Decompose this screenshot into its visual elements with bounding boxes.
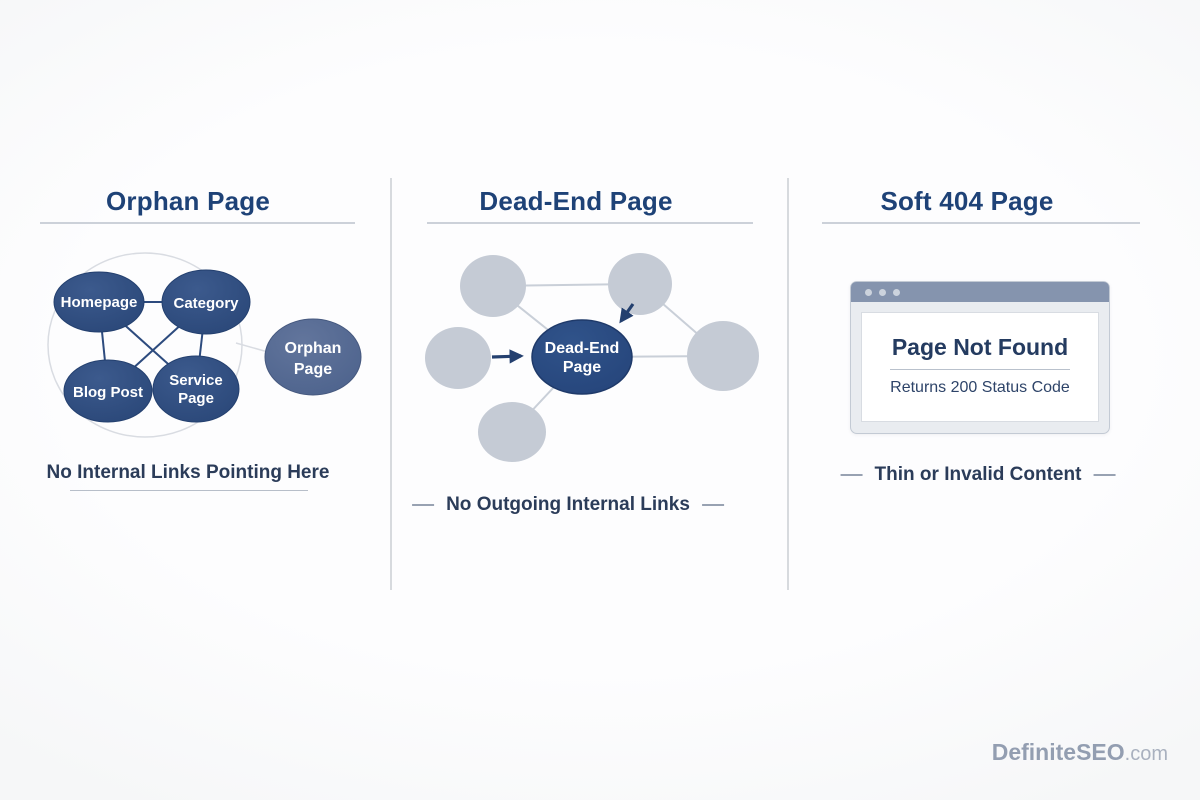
service-node-label-line1: Service <box>169 372 222 389</box>
service-page-node <box>152 355 240 423</box>
window-dot-1 <box>865 288 872 296</box>
orphan-title-rule <box>40 222 355 224</box>
orphan-caption-rule <box>70 490 308 491</box>
category-node-label: Category <box>173 295 239 312</box>
watermark-brand: DefiniteSEO <box>991 739 1125 765</box>
caption-dash-left <box>412 504 435 506</box>
browser-titlebar <box>851 282 1109 302</box>
gray-node-top-left <box>460 255 526 317</box>
orphan-page-node <box>264 318 362 396</box>
browser-window: Page Not Found Returns 200 Status Code <box>850 281 1110 434</box>
soft404-title: Soft 404 Page <box>880 186 1054 216</box>
deadend-diagram: Dead-End Page <box>425 253 759 462</box>
caption-dash-right-2 <box>1093 474 1116 476</box>
blog-post-node-label: Blog Post <box>73 384 143 401</box>
homepage-node-label: Homepage <box>61 294 138 311</box>
deadend-node-label-line1: Dead-End <box>545 340 620 357</box>
orphan-node-label-line2: Page <box>294 361 332 378</box>
gray-node-left <box>425 327 491 389</box>
watermark: DefiniteSEO.com <box>992 739 1168 766</box>
column-divider-left <box>390 178 392 590</box>
orphan-diagram: Homepage Category Blog Post Service Page… <box>47 252 362 438</box>
deadend-title-rule <box>427 222 753 224</box>
watermark-suffix: .com <box>1124 743 1168 765</box>
gray-node-right <box>687 321 759 391</box>
deadend-caption: No Outgoing Internal Links <box>412 494 724 516</box>
homepage-node <box>53 271 145 333</box>
service-node-label-line2: Page <box>178 390 214 407</box>
window-dot-3 <box>893 288 900 296</box>
browser-content: Page Not Found Returns 200 Status Code <box>861 312 1099 422</box>
gray-node-bottom <box>478 402 546 462</box>
blog-post-node <box>63 359 153 423</box>
caption-dash-left-2 <box>840 474 863 476</box>
soft404-title-rule <box>822 222 1140 224</box>
category-node <box>161 269 251 335</box>
orphan-title: Orphan Page <box>105 186 271 216</box>
orphan-node-label-line1: Orphan <box>285 340 342 357</box>
inbound-arrow-left <box>491 349 524 364</box>
deadend-node-label-line2: Page <box>563 359 601 376</box>
orphan-caption: No Internal Links Pointing Here <box>47 462 330 484</box>
orphan-caption-text: No Internal Links Pointing Here <box>46 462 330 483</box>
page-not-found-heading: Page Not Found <box>891 334 1069 360</box>
heading-divider <box>890 369 1070 370</box>
status-code-text: Returns 200 Status Code <box>890 379 1070 396</box>
gray-node-top-right <box>608 253 672 315</box>
soft404-caption-text: Thin or Invalid Content <box>874 464 1082 485</box>
soft404-caption: Thin or Invalid Content <box>840 464 1116 486</box>
caption-dash-right <box>701 504 724 506</box>
column-divider-right <box>787 178 789 590</box>
deadend-node <box>531 319 633 395</box>
deadend-title: Dead-End Page <box>479 186 673 216</box>
deadend-caption-text: No Outgoing Internal Links <box>446 494 690 515</box>
inbound-arrow-top-right <box>619 303 635 324</box>
orphan-connector-line <box>235 342 269 353</box>
window-dot-2 <box>879 288 886 296</box>
